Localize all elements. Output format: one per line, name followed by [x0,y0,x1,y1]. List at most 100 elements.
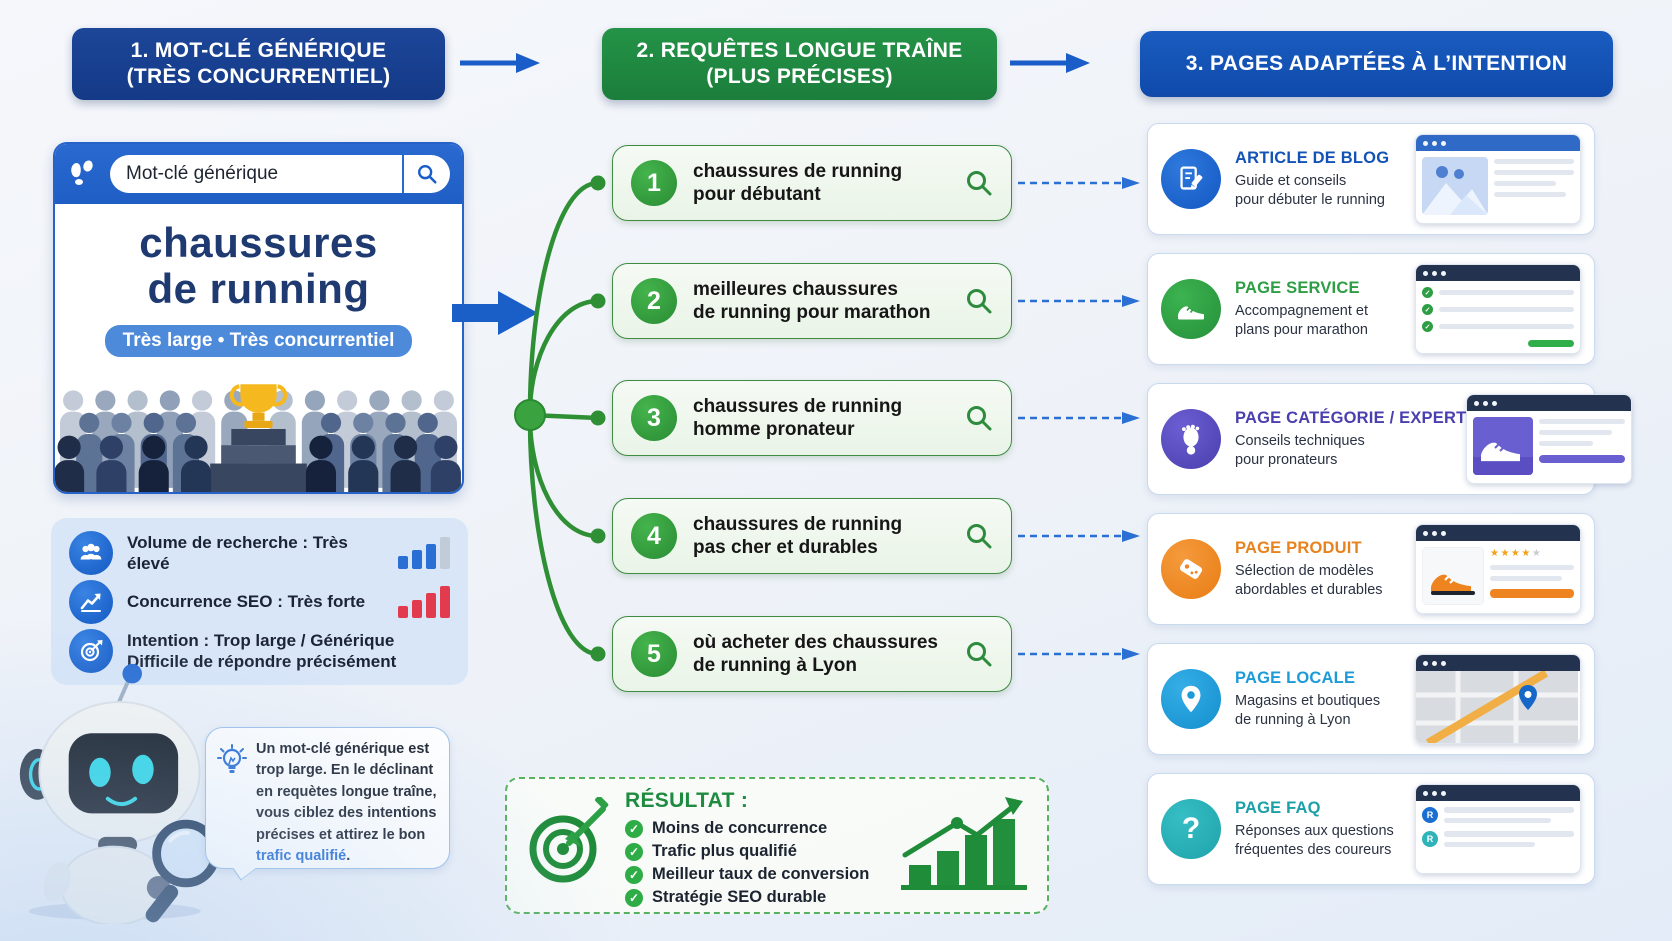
search-icon [418,165,437,184]
browser-preview-blog [1415,134,1581,224]
page-title: PAGE LOCALE [1235,668,1356,687]
arrow-step2-step3 [1010,53,1090,73]
page-title: ARTICLE DE BLOG [1235,148,1390,167]
document-pencil-icon [1161,149,1221,209]
result-items: ✓ Moins de concurrence ✓ Trafic plus qua… [625,819,869,907]
query-2-number: 2 [631,278,677,324]
stat-intention-text: Intention : Trop large / Générique Diffi… [127,630,396,672]
answer-badge: R [1422,807,1438,823]
stat-concurrence-text: Concurrence SEO : Très forte [127,592,366,611]
page-title: PAGE SERVICE [1235,278,1360,297]
speech-part1: Un mot-clé générique est trop large. En … [256,741,437,843]
answer-badge: R [1422,831,1438,847]
result-item: ✓ Trafic plus qualifié [625,842,869,861]
robot-mascot [19,663,220,924]
volume-bars [398,536,450,569]
map-pin-icon [1161,669,1221,729]
check-icon: ✓ [625,888,643,907]
search-icon[interactable] [965,169,993,197]
page-card-categorie: PAGE CATÉGORIE / EXPERT Conseils techniq… [1147,383,1633,495]
arrow-generic-to-queries [452,291,538,335]
search-icon[interactable] [965,287,993,315]
check-icon: ✓ [1422,287,1433,298]
result-item: ✓ Stratégie SEO durable [625,888,869,907]
running-shoe-icon [1161,279,1221,339]
keyword-line2: de running [147,265,370,312]
result-item: ✓ Moins de concurrence [625,819,869,838]
check-icon: ✓ [625,865,643,884]
stat-concurrence-row: Concurrence SEO : Très forte [69,579,450,624]
search-input[interactable]: Mot-clé générique [110,155,450,193]
question-mark-icon: ? [1161,799,1221,859]
speech-highlight: trafic qualifié [256,848,347,865]
dashed-arrow-1 [1018,177,1140,189]
search-icon[interactable] [965,404,993,432]
speech-bubble-tail [232,856,257,881]
browser-topbar [1416,785,1580,801]
cta-button [1539,455,1626,463]
stat-intention-row: Intention : Trop large / Générique Diffi… [69,628,450,673]
star-rating: ★★★★★ [1490,548,1543,559]
stat-intention-line2: Difficile de répondre précisément [127,651,397,671]
map-preview [1416,671,1578,743]
concurrence-bars [398,585,450,618]
dashed-arrow-5 [1018,648,1140,660]
check-icon: ✓ [1422,321,1433,332]
step3-line1: 3. PAGES ADAPTÉES À L’INTENTION [1185,52,1568,75]
dashed-arrow-2 [1018,295,1140,307]
step2-line2: (PLUS PRÉCISES) [706,65,893,88]
speech-text: Un mot-clé générique est trop large. En … [256,739,437,864]
keyword-line1: chaussures [139,219,378,266]
trophy-icon [229,384,288,428]
browser-topbar [1467,395,1632,411]
footprint-logo-icon [71,160,93,185]
search-icon[interactable] [965,522,993,550]
keyword-badge: Très large • Très concurrentiel [104,325,413,357]
step1-line1: 1. MOT-CLÉ GÉNÉRIQUE [130,39,387,62]
check-icon: ✓ [625,842,643,861]
robot-speech-bubble: Un mot-clé générique est trop large. En … [205,727,450,881]
people-icon [69,530,113,575]
check-icon: ✓ [625,819,643,838]
arrow-step1-step2 [460,53,540,73]
check-icon: ✓ [1422,304,1433,315]
stat-volume-row: Volume de recherche : Très élevé [69,530,450,575]
result-title: RÉSULTAT : [625,789,749,812]
generic-keyword-card: Mot-clé générique chaussures de running … [53,142,464,494]
footprint-icon [1161,409,1221,469]
cta-button [1490,589,1574,598]
search-button[interactable] [402,155,450,193]
browser-topbar [1416,265,1580,281]
search-icon[interactable] [965,640,993,668]
query-3-number: 3 [631,395,677,441]
step1-header: 1. MOT-CLÉ GÉNÉRIQUE (TRÈS CONCURRENTIEL… [72,28,445,100]
page-title: PAGE FAQ [1235,798,1321,817]
stat-volume-text: Volume de recherche : Très élevé [127,532,348,573]
growth-chart-icon [901,797,1027,890]
keyword-stats-card: Volume de recherche : Très élevé Concurr… [51,518,468,685]
stat-intention-line1: Intention : Trop large / Générique [127,630,395,650]
generic-keyword-body: chaussures de running Très large • Très … [55,220,462,357]
dashed-arrow-4 [1018,530,1140,542]
image-placeholder-icon [1422,157,1488,215]
browser-topbar [1416,525,1580,541]
step1-line2: (TRÈS CONCURRENTIEL) [126,65,391,88]
result-item: ✓ Meilleur taux de conversion [625,865,869,884]
